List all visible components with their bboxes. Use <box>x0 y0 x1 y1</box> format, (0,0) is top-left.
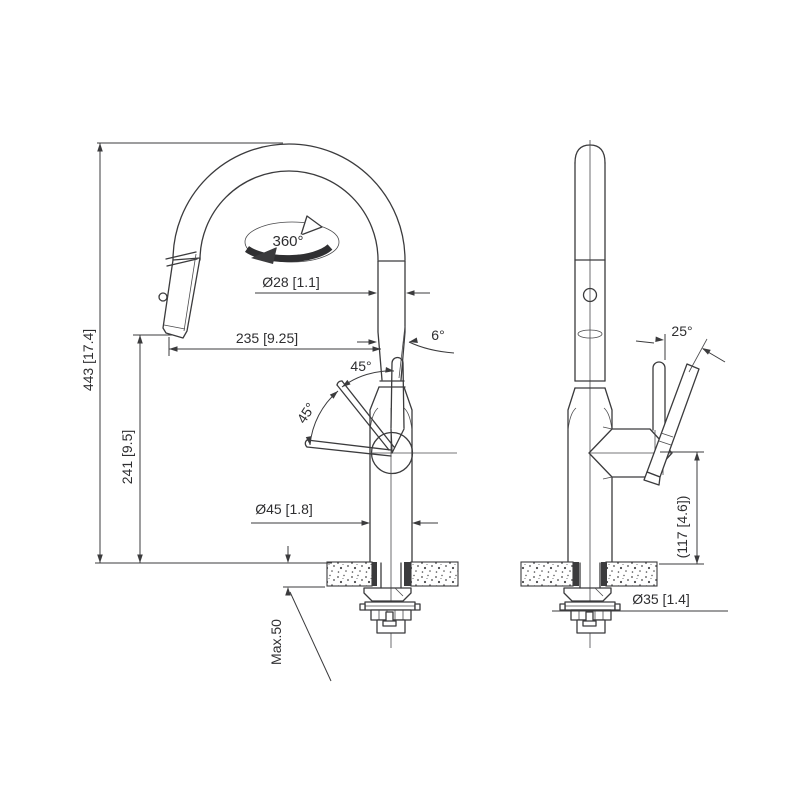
dim-handle-arc-upper: 45° <box>350 358 371 374</box>
front-view: 360° <box>80 142 459 682</box>
dim-spout-to-deck-height: (117 [4.6]) <box>674 496 690 559</box>
gooseneck-inner-arc <box>199 170 379 261</box>
swivel-arrow-head <box>300 215 323 236</box>
countertop-front <box>326 561 459 589</box>
dimensions-front: 443 [17.4] 241 [9.5] 235 [9.25] Ø28 [1.1… <box>80 142 455 682</box>
swivel-arrow-tail <box>251 247 277 264</box>
handle-up-position-side <box>652 361 666 431</box>
handle-horizontal-position <box>306 439 392 451</box>
handle-positions-side <box>643 361 700 486</box>
sprayer-head <box>162 257 201 339</box>
sprayer-button-side <box>582 287 598 303</box>
countertop-side <box>520 561 658 589</box>
handle-up-position <box>390 356 405 429</box>
dim-body-diameter: Ø45 [1.8] <box>255 501 313 517</box>
dim-spout-tube-diameter: Ø28 [1.1] <box>262 274 320 290</box>
dim-swivel-angle: 360° <box>272 233 303 250</box>
dim-spout-height: 241 [9.5] <box>119 430 135 485</box>
dim-spout-tilt: 6° <box>431 327 444 343</box>
handle-45-position <box>336 384 390 451</box>
dim-max-deck-thickness: Max.50 <box>268 619 284 665</box>
dim-side-handle-angle: 25° <box>671 323 692 339</box>
sprayer-button <box>158 292 168 302</box>
swivel-360-symbol: 360° <box>244 215 340 264</box>
handle-positions-front <box>304 356 405 457</box>
dim-spout-reach: 235 [9.25] <box>236 330 298 346</box>
dim-overall-height: 443 [17.4] <box>80 329 96 391</box>
mounting-hardware-front <box>359 587 421 634</box>
mounting-hardware-side <box>559 587 621 634</box>
dim-handle-arc-lower: 45° <box>293 400 318 426</box>
dim-mount-hole-diameter: Ø35 [1.4] <box>632 591 690 607</box>
dimensions-side: 25° (117 [4.6]) Ø35 [1.4] <box>552 323 728 612</box>
side-view: 25° (117 [4.6]) Ø35 [1.4] <box>520 140 728 648</box>
handle-tilted-side <box>646 363 700 478</box>
gooseneck-outer-arc <box>172 143 406 261</box>
